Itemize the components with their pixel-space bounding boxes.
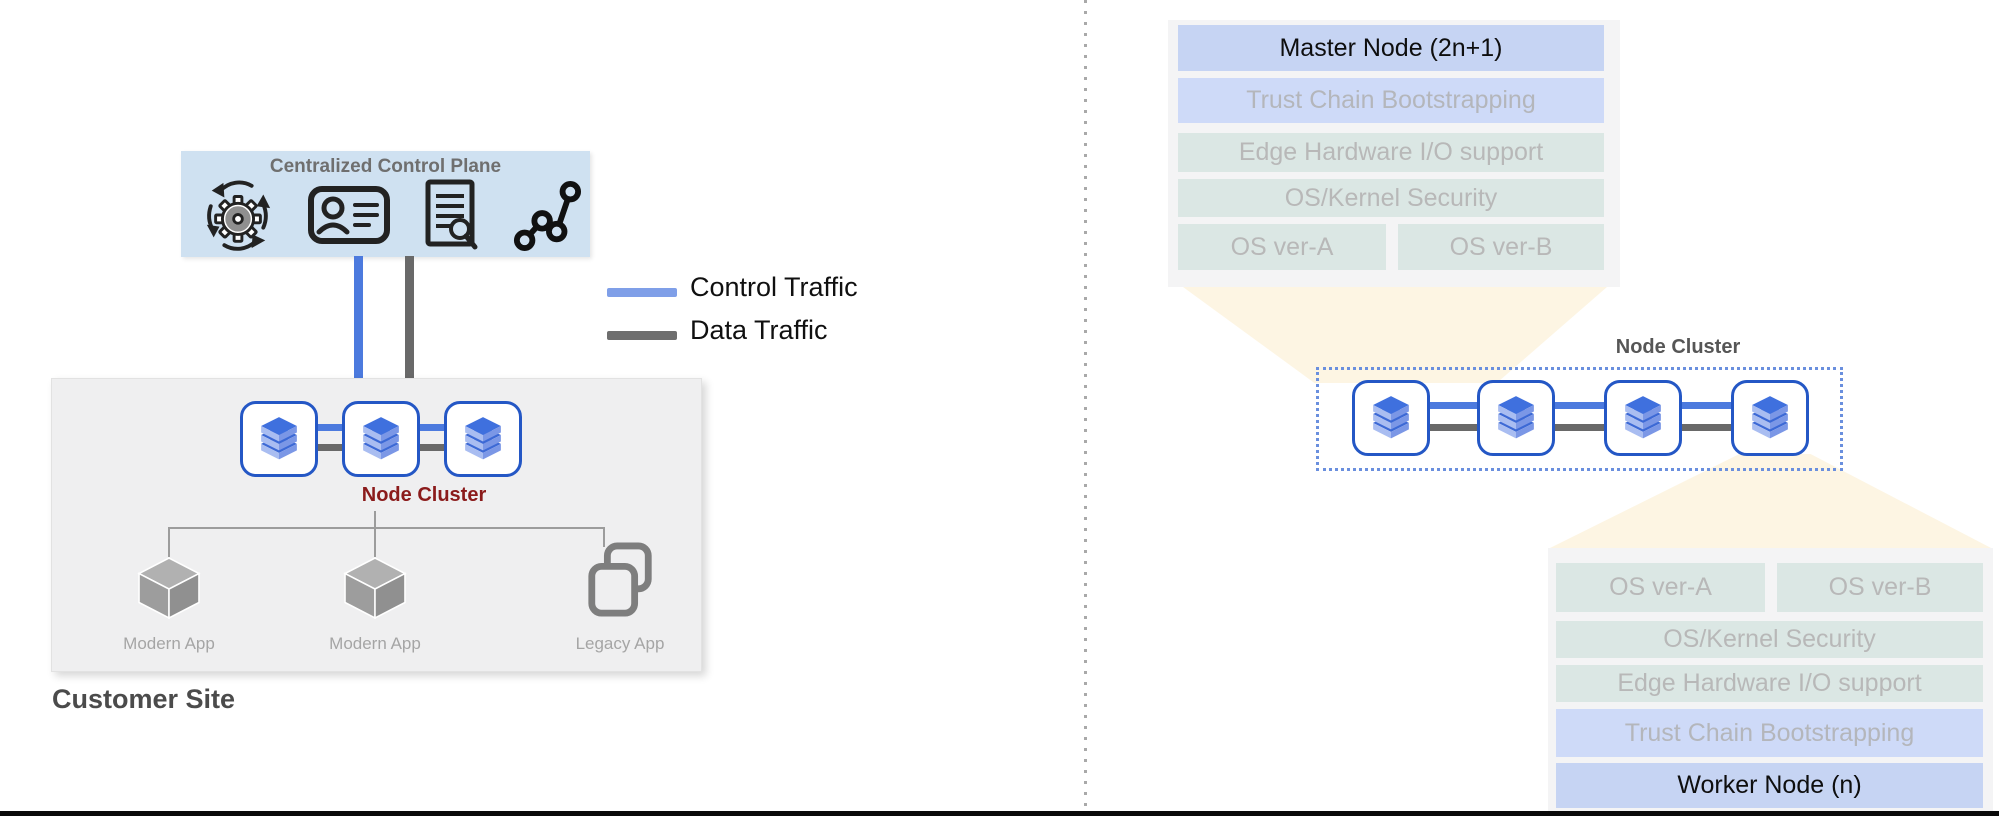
tree-branch <box>168 527 605 529</box>
edge-cluster-label: Node Cluster <box>1615 336 1741 358</box>
edge-cluster-data-link <box>1391 424 1771 431</box>
topology-graph-icon <box>512 178 582 252</box>
sync-gear-icon <box>201 178 275 252</box>
legend-data-label: Data Traffic <box>690 315 828 345</box>
worker-trust-chain-row: Trust Chain Bootstrapping <box>1556 709 1983 757</box>
section-divider <box>1084 0 1087 816</box>
modern-app-cube-icon <box>135 557 203 619</box>
master-stack-card: Master Node (2n+1) Trust Chain Bootstrap… <box>1168 20 1620 287</box>
tree-drop-middle <box>374 527 376 557</box>
cluster-node <box>1352 380 1430 456</box>
identity-card-icon <box>307 185 391 245</box>
master-os-kernel-row: OS/Kernel Security <box>1178 179 1604 217</box>
master-os-ver-a: OS ver-A <box>1178 224 1386 270</box>
cluster-node <box>342 401 420 477</box>
legend-control-label: Control Traffic <box>690 272 858 302</box>
app-label: Legacy App <box>575 634 665 653</box>
cluster-node <box>240 401 318 477</box>
legend-data-swatch <box>607 331 677 340</box>
node-layers-icon <box>1744 391 1796 445</box>
control-plane-title: Centralized Control Plane <box>269 156 502 177</box>
node-layers-icon <box>1365 391 1417 445</box>
master-os-ver-b: OS ver-B <box>1398 224 1604 270</box>
node-layers-icon <box>1490 391 1542 445</box>
cluster-node <box>444 401 522 477</box>
control-plane-panel: Centralized Control Plane <box>181 151 590 257</box>
node-layers-icon <box>253 412 305 466</box>
audit-document-icon <box>424 179 480 251</box>
tree-drop-right <box>603 527 605 547</box>
master-node-header: Master Node (2n+1) <box>1178 25 1604 71</box>
edge-cluster-control-link <box>1391 402 1771 409</box>
bottom-border <box>0 811 1999 816</box>
cluster-node <box>1604 380 1682 456</box>
worker-os-kernel-row: OS/Kernel Security <box>1556 621 1983 658</box>
tree-stem <box>374 511 376 528</box>
worker-stack-card: OS ver-A OS ver-B OS/Kernel Security Edg… <box>1548 548 1993 816</box>
node-layers-icon <box>457 412 509 466</box>
app-label: Modern App <box>329 634 421 653</box>
site-cluster-label: Node Cluster <box>361 484 487 506</box>
worker-node-header: Worker Node (n) <box>1556 763 1983 808</box>
legend-control-swatch <box>607 288 677 297</box>
control-traffic-line <box>354 256 363 396</box>
worker-edge-hw-row: Edge Hardware I/O support <box>1556 665 1983 702</box>
legacy-app-icon <box>584 541 658 621</box>
control-plane-icons <box>195 176 588 254</box>
worker-os-ver-a: OS ver-A <box>1556 563 1765 612</box>
worker-os-ver-b: OS ver-B <box>1777 563 1983 612</box>
node-layers-icon <box>355 412 407 466</box>
master-trust-chain-row: Trust Chain Bootstrapping <box>1178 78 1604 123</box>
cluster-node <box>1477 380 1555 456</box>
modern-app-cube-icon <box>341 557 409 619</box>
node-layers-icon <box>1617 391 1669 445</box>
cluster-node <box>1731 380 1809 456</box>
master-edge-hw-row: Edge Hardware I/O support <box>1178 133 1604 172</box>
tree-drop-left <box>168 527 170 557</box>
app-label: Modern App <box>123 634 215 653</box>
data-traffic-line <box>405 256 414 396</box>
edge-cluster-boundary <box>1316 367 1843 471</box>
customer-site-title: Customer Site <box>52 684 236 714</box>
